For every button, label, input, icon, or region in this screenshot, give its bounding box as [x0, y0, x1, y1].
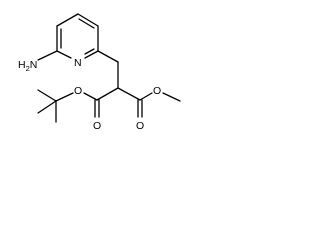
ring-bond-n-c5 [56, 50, 72, 59]
bond-ch-to-right-carbonyl [117, 87, 141, 101]
bond-ester-o-to-methyl [162, 92, 181, 102]
pyridine-ring [56, 13, 99, 59]
chemical-structure: H2N N O O O O [18, 13, 181, 132]
right-carbonyl-oxygen-label: O [136, 120, 144, 132]
tbu-ester-oxygen-label: O [74, 85, 82, 97]
bond-ch-to-left-carbonyl [96, 87, 119, 101]
tert-butyl-group [37, 89, 57, 123]
bond-ring-to-amine [37, 50, 58, 61]
ring-bond-c6-c1 [56, 13, 79, 27]
bond-ring-to-ch2 [97, 50, 119, 63]
bond-ester-o-to-quaternary-c [55, 92, 74, 102]
tbu-bond-up-left [37, 89, 57, 102]
ring-bond-c1-c2 [77, 13, 99, 27]
amine-nitrogen-label: H2N [18, 59, 37, 73]
methyl-ester-oxygen-label: O [153, 85, 161, 97]
ring-nitrogen-label: N [74, 57, 82, 69]
bond-right-carbonyl-to-ester-o [139, 92, 153, 101]
tbu-bond-down-left [37, 100, 57, 114]
ring-double-bond-c1-c2 [78, 18, 95, 29]
ring-bond-c3-n [84, 50, 99, 59]
ring-double-bond-c3-n [84, 48, 95, 55]
left-carbonyl-oxygen-label: O [93, 120, 101, 132]
bond-left-carbonyl-to-ester-o [83, 92, 98, 101]
